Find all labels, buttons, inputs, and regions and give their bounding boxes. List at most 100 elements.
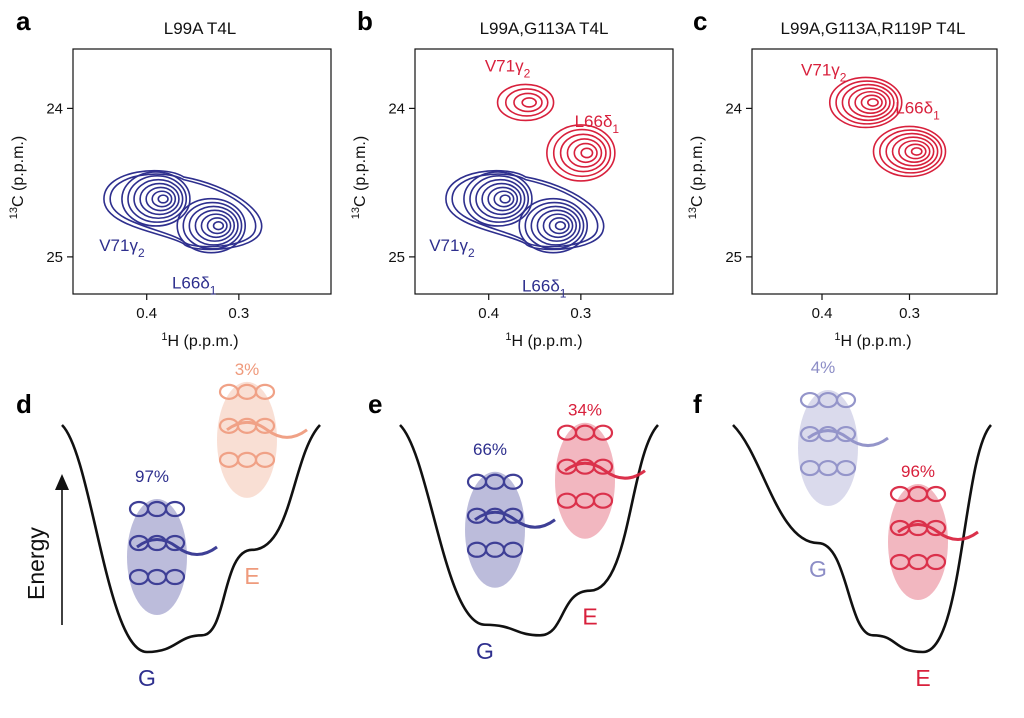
peak-contour-ring <box>518 197 589 254</box>
helix-band <box>226 420 308 439</box>
chart-title: L99A,G113A T4L <box>480 19 609 38</box>
peak-contour-ring <box>188 205 239 246</box>
peak-excited-0 <box>828 76 903 129</box>
peak-contour-ring <box>194 209 236 242</box>
peak-contour-ring <box>139 182 180 216</box>
peak-contour-ring <box>542 213 574 239</box>
plot-frame <box>414 48 674 295</box>
peak-contour-ring <box>860 94 883 111</box>
x-tick-label: 0.3 <box>228 305 249 322</box>
peak-contour-ring <box>546 124 616 182</box>
peak-label: L66δ1 <box>172 274 217 298</box>
peak-label-main: L66δ <box>172 274 210 293</box>
state-label-excited: E <box>915 665 930 691</box>
peak-contour-ring <box>828 76 903 129</box>
peak-contour-ring <box>176 197 247 254</box>
peak-label-sub: 2 <box>468 246 475 260</box>
state-label-ground: G <box>138 665 156 691</box>
peak-label-sub: 1 <box>210 284 217 298</box>
ground-envelope-contour <box>109 173 257 248</box>
x-tick-label: 0.3 <box>570 305 591 322</box>
panel-letter-f: f <box>693 389 702 419</box>
population-excited: 34% <box>568 401 602 420</box>
panel-letter-b: b <box>357 6 373 36</box>
peak-label-sub: 1 <box>933 108 940 122</box>
peak-contour-ring <box>580 147 594 159</box>
population-excited: 3% <box>235 360 260 379</box>
chart-title: L99A T4L <box>164 19 236 38</box>
peak-contour-ring <box>151 190 173 208</box>
protein-ground <box>465 471 556 588</box>
peak-contour-ring <box>891 136 935 167</box>
peak-contour-ring <box>504 88 549 117</box>
x-axis-label-main: H (p.p.m.) <box>168 333 239 350</box>
y-axis-label-main: C (p.p.m.) <box>689 136 706 207</box>
peak-contour-ring <box>145 186 177 212</box>
helix-band <box>474 510 556 529</box>
peak-label: L66δ1 <box>522 277 567 301</box>
peak-contour-ring <box>496 83 555 122</box>
helix-band <box>897 523 979 541</box>
peak-contour-ring <box>910 147 923 156</box>
peak-contour-ring <box>867 98 879 107</box>
state-label-excited: E <box>244 563 259 589</box>
peak-contour-ring <box>481 182 522 216</box>
peak-label-main: V71γ <box>801 60 840 79</box>
y-axis-label: 13C (p.p.m.) <box>687 136 706 219</box>
ground-envelope-contour <box>445 169 605 251</box>
peak-ground-2 <box>463 171 533 227</box>
helix-coil <box>835 425 857 443</box>
helix-coil <box>254 451 276 468</box>
peak-ground-3 <box>518 197 589 254</box>
helix-coil <box>925 553 947 571</box>
peak-label-main: V71γ <box>99 236 138 255</box>
population-ground: 97% <box>135 467 169 486</box>
helix-coil <box>592 458 614 475</box>
peak-label: V71γ2 <box>429 236 475 260</box>
peak-contour-ring <box>513 92 543 113</box>
peak-label: L66δ1 <box>575 112 620 136</box>
x-axis-label: 1H (p.p.m.) <box>161 331 238 350</box>
peak-contour-ring <box>552 128 612 178</box>
peak-contour-ring <box>841 83 895 122</box>
protein-body <box>127 499 187 615</box>
y-axis-label: 13C (p.p.m.) <box>350 136 369 219</box>
helix-band <box>136 538 218 556</box>
protein-excited <box>555 422 646 539</box>
y-tick-label: 25 <box>388 249 405 266</box>
peak-contour-ring <box>566 138 603 168</box>
peak-contour-ring <box>559 133 607 173</box>
peak-contour-ring <box>469 175 530 223</box>
population-ground: 66% <box>473 440 507 459</box>
landscape-panel-f: 4%96%GE <box>732 358 992 691</box>
panel-letter-e: e <box>368 389 382 419</box>
peak-contour-ring <box>872 125 947 178</box>
peak-contour-ring <box>521 97 537 108</box>
helix-coil <box>164 534 186 552</box>
y-tick-label: 25 <box>725 249 742 266</box>
peak-contour-ring <box>847 87 891 118</box>
x-tick-label: 0.4 <box>136 305 157 322</box>
x-axis-label: 1H (p.p.m.) <box>505 331 582 350</box>
x-axis-label-sup: 1 <box>834 331 840 343</box>
x-axis-label: 1H (p.p.m.) <box>834 331 911 350</box>
ground-envelope-contour <box>103 169 263 251</box>
peak-contour-ring <box>133 178 184 220</box>
helix-coil <box>502 541 524 558</box>
helix-coil <box>925 485 947 503</box>
peak-label-main: L66δ <box>575 112 613 131</box>
peak-contour-ring <box>879 129 943 174</box>
helix-band <box>564 461 646 480</box>
helix-coil <box>502 473 524 490</box>
peak-contour-ring <box>127 175 188 223</box>
peak-contour-ring <box>573 142 598 164</box>
landscape-panel-e: 66%34%GE <box>399 401 659 664</box>
peak-contour-ring <box>898 139 931 163</box>
peak-contour-ring <box>493 190 515 208</box>
peak-contour-ring <box>904 143 927 160</box>
y-tick-label: 24 <box>46 100 63 117</box>
plot-frame <box>751 48 998 295</box>
